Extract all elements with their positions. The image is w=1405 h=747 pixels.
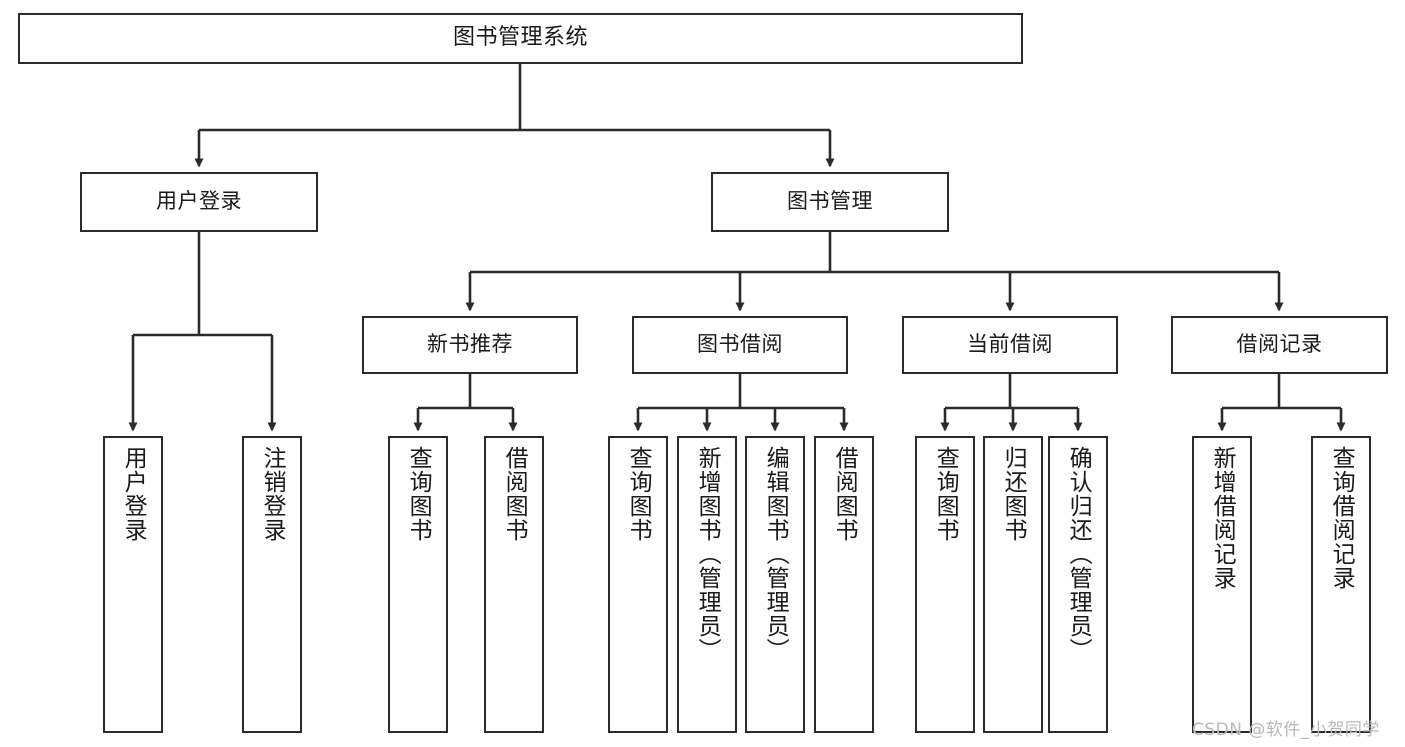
- node-label: 新增借阅记录: [1209, 446, 1236, 590]
- leaf-query-books-borrow[interactable]: 查询图书: [608, 436, 668, 733]
- node-label: 新书推荐: [427, 332, 513, 357]
- leaf-borrow-books-borrow[interactable]: 借阅图书: [814, 436, 874, 733]
- watermark-csdn: CSDN @软件_小贺同学: [1192, 720, 1380, 740]
- node-label: 查询图书: [932, 446, 959, 542]
- node-label: 借阅记录: [1236, 332, 1323, 357]
- leaf-query-borrow-record[interactable]: 查询借阅记录: [1311, 436, 1371, 733]
- node-borrow-records[interactable]: 借阅记录: [1171, 316, 1388, 374]
- node-book-borrowing[interactable]: 图书借阅: [632, 316, 848, 374]
- node-root-book-management-system[interactable]: 图书管理系统: [18, 13, 1023, 64]
- node-label: 图书管理: [787, 189, 873, 214]
- leaf-user-login[interactable]: 用户登录: [103, 436, 163, 733]
- node-label: 用户登录: [156, 189, 242, 214]
- leaf-logout[interactable]: 注销登录: [242, 436, 302, 733]
- node-label: 当前借阅: [967, 332, 1053, 357]
- node-current-borrowing[interactable]: 当前借阅: [902, 316, 1118, 374]
- node-label: 确认归还（管理员）: [1065, 446, 1092, 662]
- node-label: 借阅图书: [831, 446, 858, 542]
- node-label: 编辑图书（管理员）: [762, 446, 789, 662]
- leaf-borrow-books-recommend[interactable]: 借阅图书: [484, 436, 544, 733]
- node-book-management[interactable]: 图书管理: [711, 172, 949, 232]
- leaf-query-books-recommend[interactable]: 查询图书: [388, 436, 448, 733]
- leaf-add-book-admin[interactable]: 新增图书（管理员）: [677, 436, 737, 733]
- node-label: 查询图书: [405, 446, 432, 542]
- node-new-book-recommendation[interactable]: 新书推荐: [362, 316, 578, 374]
- node-user-login[interactable]: 用户登录: [80, 172, 318, 232]
- leaf-query-books-current[interactable]: 查询图书: [915, 436, 975, 733]
- leaf-add-borrow-record[interactable]: 新增借阅记录: [1192, 436, 1252, 733]
- node-label: 图书借阅: [697, 332, 783, 357]
- node-label: 查询借阅记录: [1328, 446, 1355, 590]
- node-label: 图书管理系统: [452, 25, 588, 51]
- node-label: 用户登录: [120, 446, 147, 542]
- leaf-edit-book-admin[interactable]: 编辑图书（管理员）: [745, 436, 805, 733]
- leaf-return-books[interactable]: 归还图书: [983, 436, 1043, 733]
- node-label: 查询图书: [625, 446, 652, 542]
- node-label: 新增图书（管理员）: [694, 446, 721, 662]
- node-label: 注销登录: [259, 446, 286, 542]
- node-label: 归还图书: [1000, 446, 1027, 542]
- leaf-confirm-return-admin[interactable]: 确认归还（管理员）: [1048, 436, 1108, 733]
- node-label: 借阅图书: [501, 446, 528, 542]
